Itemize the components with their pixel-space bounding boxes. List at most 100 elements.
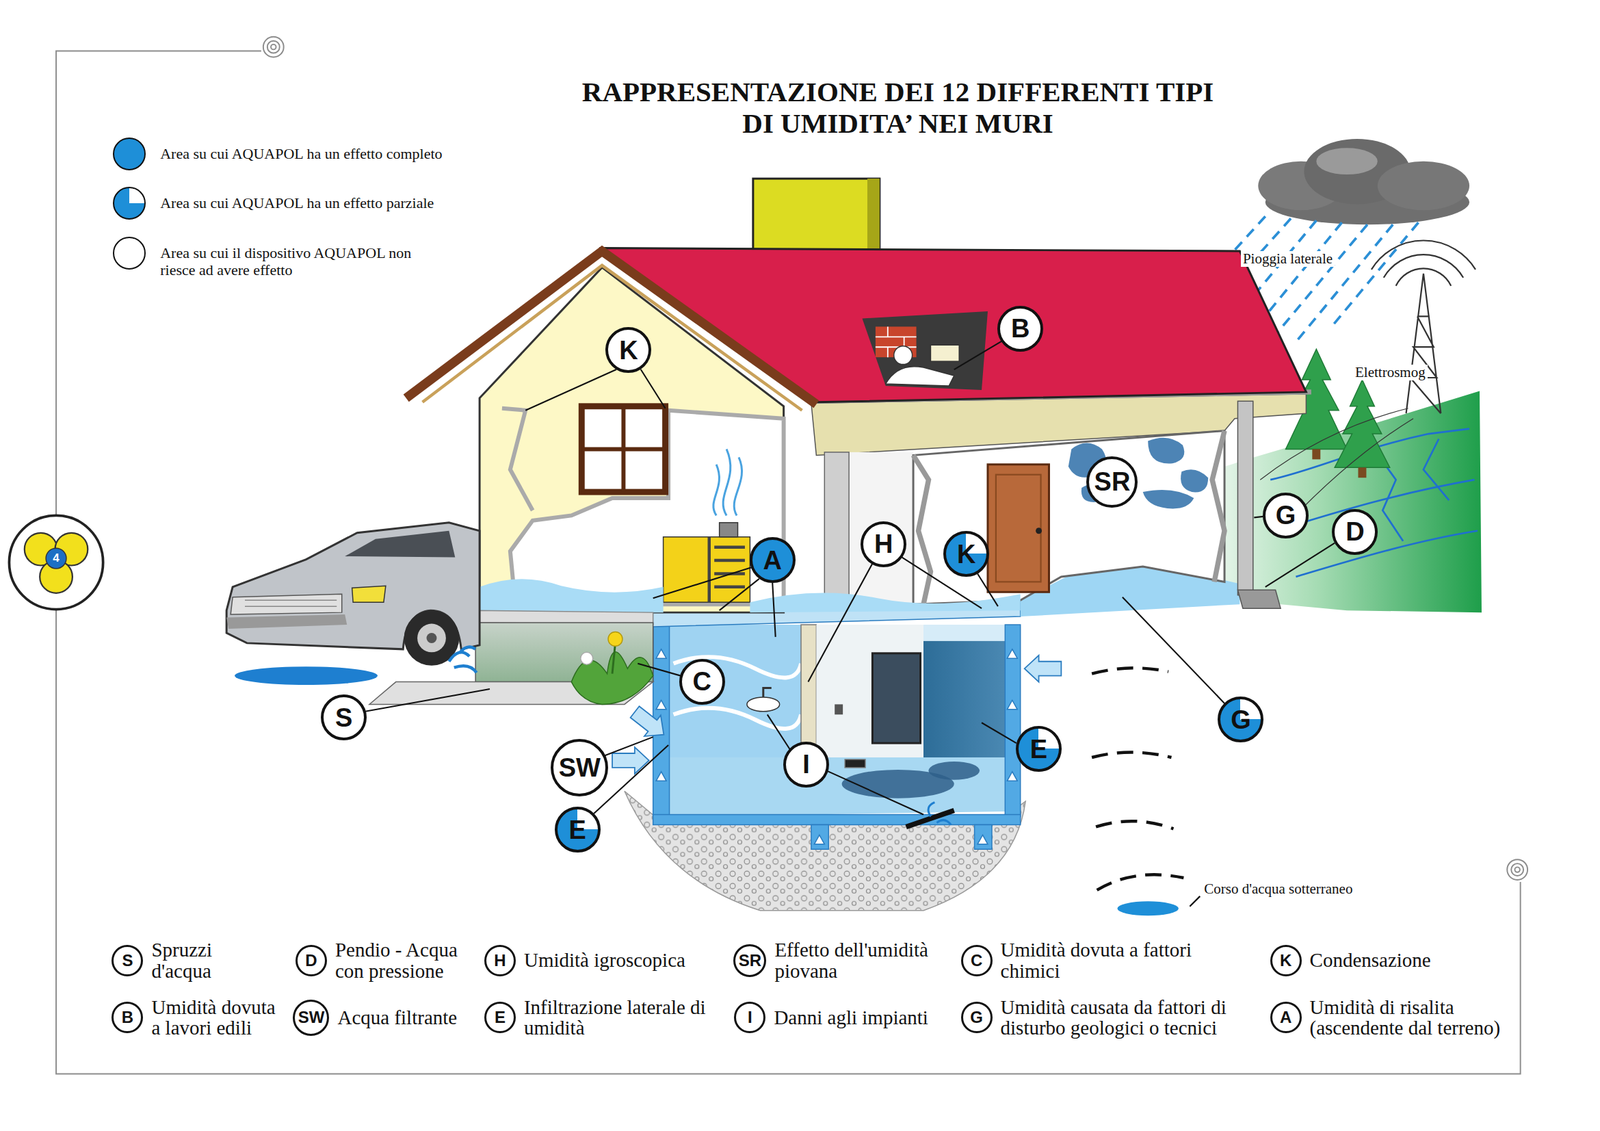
- key-circle: H: [484, 944, 516, 977]
- key-entry: SWAcqua filtrante: [292, 999, 457, 1036]
- basement-rect: [668, 624, 802, 758]
- car-path: [344, 530, 455, 558]
- key-circle: SR: [733, 943, 767, 977]
- legend-swatch: [112, 186, 146, 220]
- page-frame-circle: [1514, 866, 1520, 872]
- stream-water: [1117, 896, 1200, 916]
- basement-g-path: [1006, 649, 1018, 659]
- page-frame-circle: [1511, 863, 1524, 876]
- underground-stream-path: [1091, 752, 1172, 758]
- leader-lines-path: [637, 663, 681, 676]
- basement-rect: [844, 759, 866, 768]
- right-wing-g-path: [1147, 437, 1185, 464]
- car-ellipse: [234, 666, 378, 685]
- key-entry: H Umidità igroscopica: [484, 944, 686, 977]
- rain-cloud-ellipse: [1377, 161, 1470, 211]
- key-letter: B: [121, 1008, 134, 1026]
- callout-letter: S: [335, 704, 353, 731]
- basement-rect: [668, 624, 1011, 758]
- antenna-tower-path: [1371, 240, 1476, 269]
- key-circle: SW: [292, 999, 330, 1036]
- callout-letter: H: [874, 530, 893, 557]
- key-circle: K: [1270, 944, 1302, 977]
- plant-line: [612, 643, 615, 674]
- page-frame-circle: [263, 36, 284, 58]
- plant-circle: [608, 631, 623, 646]
- callout-letter: G: [1275, 502, 1297, 529]
- leader-lines-path: [954, 340, 1003, 370]
- key-entry: EInfiltrazione laterale di umidità: [484, 996, 709, 1039]
- callout-circle: SW: [550, 738, 609, 797]
- plant: [571, 631, 653, 704]
- key-entry: BUmidità dovuta a lavori edili: [111, 996, 278, 1039]
- leader-lines-path: [599, 736, 654, 758]
- key-description: Umidità dovuta a fattori chimici: [1000, 939, 1213, 981]
- key-description: Condensazione: [1309, 949, 1432, 970]
- logo: [8, 515, 103, 609]
- leader-lines-path: [1122, 597, 1225, 704]
- downpipe: [811, 391, 1312, 609]
- right-wing-path: [913, 430, 1225, 605]
- roof-path: [885, 366, 955, 386]
- callout-letter: SW: [558, 754, 601, 781]
- key-entry: D Pendio - Acqua con pressione: [295, 939, 472, 981]
- car-path: [352, 585, 386, 602]
- callout-letter: I: [802, 751, 810, 778]
- logo-number-text: 4: [52, 551, 59, 565]
- basement-ellipse: [928, 761, 980, 780]
- callout-letter: C: [692, 668, 712, 695]
- basement-ellipse: [746, 697, 780, 712]
- key-letter: D: [305, 952, 317, 969]
- key-description: Pendio - Acqua con pressione: [335, 939, 472, 981]
- callout-circle: K: [605, 326, 652, 373]
- callout-circle: E: [554, 806, 601, 853]
- basement-g-path: [1024, 655, 1062, 683]
- underground-stream: [1091, 579, 1184, 890]
- underground-stream-path: [1091, 667, 1169, 674]
- front-gable-path: [502, 408, 533, 511]
- basement-rect: [974, 824, 992, 849]
- key-entry: SREffetto dell'umidità piovana: [733, 939, 956, 981]
- right-wing-circle: [1035, 527, 1042, 534]
- legend-label: Area su cui AQUAPOL ha un effetto parzia…: [160, 194, 434, 212]
- page-frame-circle: [1506, 859, 1528, 880]
- callout-letter: K: [956, 541, 976, 568]
- right-wing-path: [1212, 430, 1225, 583]
- right-wing-g-path: [1180, 469, 1209, 492]
- car-path: [226, 614, 347, 629]
- side-rain-line: [1295, 224, 1393, 343]
- front-gable-path: [422, 265, 803, 411]
- leader-lines-path: [1253, 516, 1263, 518]
- key-entry: GUmidità causata da fattori di disturbo …: [961, 996, 1261, 1039]
- basement-rect: [1004, 624, 1020, 817]
- annotation-label: Corso d'acqua sotterraneo: [1201, 881, 1355, 897]
- leader-lines-path: [977, 573, 999, 607]
- key-circle: G: [961, 1001, 993, 1033]
- downpipe-path: [1237, 589, 1281, 609]
- basement-rect: [834, 703, 843, 715]
- key-entry: IDanni agli impianti: [733, 1001, 929, 1033]
- basement: [612, 599, 1061, 849]
- basement-g: [656, 649, 1018, 845]
- callout-circle: G: [1217, 696, 1264, 743]
- key-description: Danni agli impianti: [773, 1006, 929, 1028]
- page-frame-path: [56, 51, 1521, 1074]
- right-wing-path: [913, 454, 931, 605]
- leader-lines-path: [525, 369, 665, 411]
- annotation-text: Pioggia laterale: [1242, 250, 1333, 267]
- callout-letter: G: [1230, 706, 1252, 733]
- legend-text: Area su cui AQUAPOL ha un effetto comple…: [160, 145, 442, 163]
- callout-circle: S: [320, 694, 367, 741]
- key-circle: A: [1270, 1001, 1302, 1033]
- leader-lines-path: [807, 557, 982, 683]
- roof-circle: [894, 346, 913, 365]
- basement-g-path: [1006, 699, 1018, 709]
- callout-circle: G: [1262, 492, 1309, 539]
- basement-path: [763, 688, 772, 698]
- key-description: Umidità igroscopica: [523, 949, 686, 970]
- rain-cloud-ellipse: [1316, 147, 1378, 175]
- callout-circle: H: [860, 521, 907, 568]
- front-gable-rect: [719, 522, 739, 537]
- underground-stream-path: [1097, 874, 1185, 890]
